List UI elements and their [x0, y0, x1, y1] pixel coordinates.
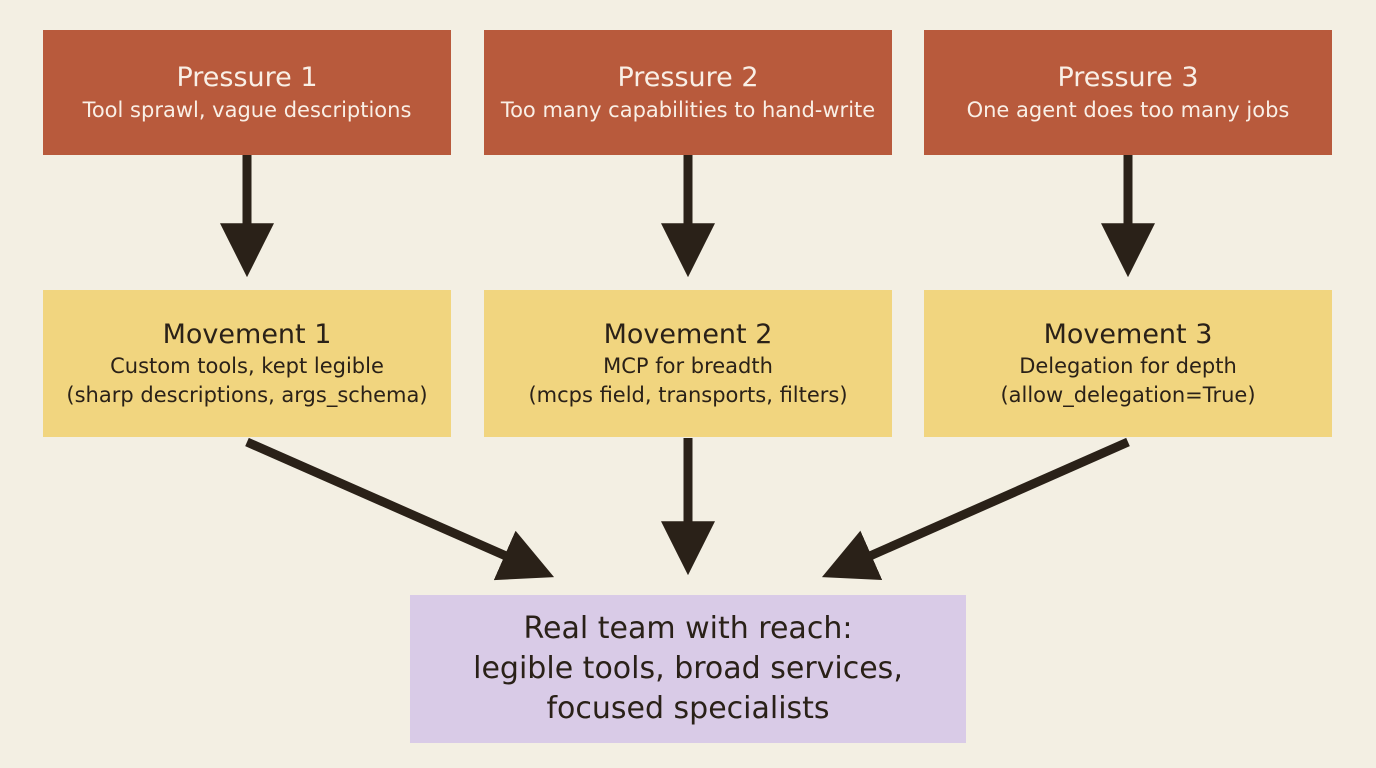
result-box: Real team with reach: legible tools, bro… — [410, 595, 966, 743]
movement-1-title: Movement 1 — [162, 319, 332, 350]
arrow-movement3-to-result — [821, 437, 1130, 581]
pressure-3-box: Pressure 3 One agent does too many jobs — [924, 30, 1332, 155]
movement-1-box: Movement 1 Custom tools, kept legible (s… — [43, 290, 451, 437]
pressure-3-subtitle: One agent does too many jobs — [966, 97, 1290, 122]
movement-3-box: Movement 3 Delegation for depth (allow_d… — [924, 290, 1332, 437]
movement-1-line1: Custom tools, kept legible — [110, 354, 384, 378]
movement-3-line1: Delegation for depth — [1019, 354, 1237, 378]
pressure-2-subtitle: Too many capabilities to hand-write — [500, 97, 876, 122]
movement-1-line2: (sharp descriptions, args_schema) — [66, 383, 428, 407]
result-line1: Real team with reach: — [523, 611, 853, 646]
movement-2-box: Movement 2 MCP for breadth (mcps field, … — [484, 290, 892, 437]
movement-2-line2: (mcps field, transports, filters) — [528, 383, 848, 407]
movement-2-line1: MCP for breadth — [603, 354, 773, 378]
pressure-1-box: Pressure 1 Tool sprawl, vague descriptio… — [43, 30, 451, 155]
result-line3: focused specialists — [546, 691, 830, 726]
pressure-2-title: Pressure 2 — [617, 61, 759, 93]
pressure-1-subtitle: Tool sprawl, vague descriptions — [82, 97, 412, 122]
arrow-movement1-to-result — [245, 437, 555, 581]
pressure-1-title: Pressure 1 — [176, 61, 318, 93]
result-line2: legible tools, broad services, — [473, 651, 903, 686]
pressure-3-title: Pressure 3 — [1057, 61, 1199, 93]
movement-3-title: Movement 3 — [1043, 319, 1213, 350]
movement-2-title: Movement 2 — [603, 319, 773, 350]
pressure-2-box: Pressure 2 Too many capabilities to hand… — [484, 30, 892, 155]
movement-3-line2: (allow_delegation=True) — [1000, 383, 1256, 407]
